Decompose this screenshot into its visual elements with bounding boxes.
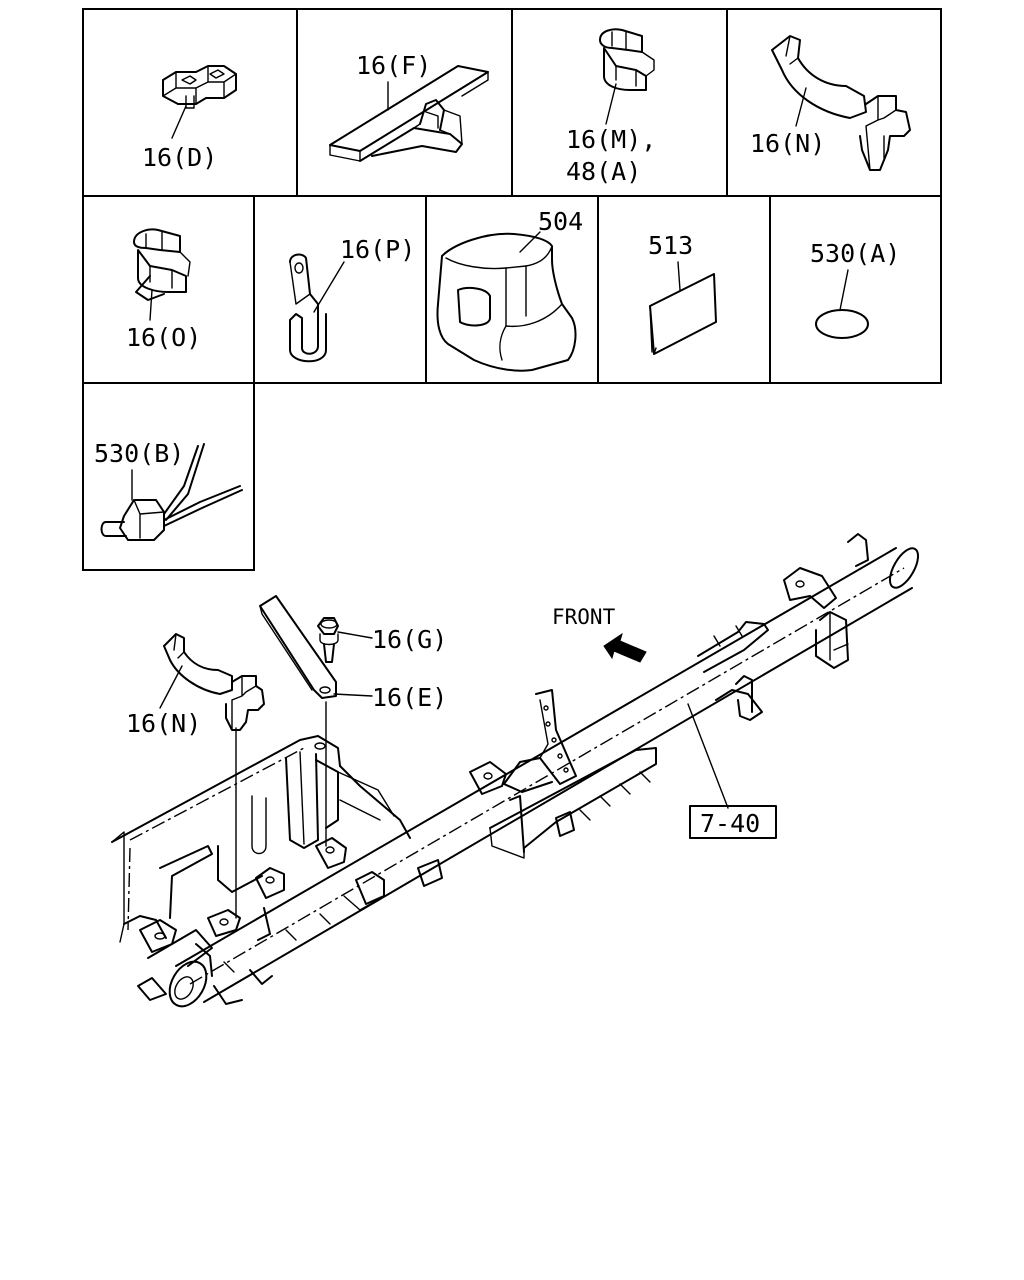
clip-16d-drawing: [162, 65, 237, 109]
callout-16m: 16(M),: [566, 125, 656, 154]
cross-car-beam-drawing: [168, 547, 919, 1008]
callout-16p: 16(P): [340, 235, 415, 264]
callout-16g: 16(G): [372, 625, 447, 654]
callout-7-40: 7-40: [700, 809, 760, 838]
callout-16e: 16(E): [372, 683, 447, 712]
bracket-16f-drawing: [329, 65, 489, 162]
plate-513-drawing: [649, 273, 717, 355]
callout-530a: 530(A): [810, 239, 900, 268]
callout-16d: 16(D): [142, 143, 217, 172]
callout-513: 513: [648, 231, 693, 260]
beam-tabs-drawing: [137, 761, 507, 1005]
center-bracket-drawing: [489, 689, 657, 859]
callout-16n-main: 16(N): [126, 709, 201, 738]
clip-16n-main-drawing: [163, 633, 265, 731]
callout-16n-top: 16(N): [750, 129, 825, 158]
left-frame-drawing: [111, 735, 411, 943]
front-label: FRONT: [552, 605, 616, 629]
arrow-up-left-icon: [603, 632, 647, 663]
callout-box-7-40: [689, 805, 777, 839]
pad-504-drawing: [436, 232, 577, 372]
screw-16g-drawing: [317, 617, 339, 663]
seal-530a-drawing: [815, 309, 869, 339]
bracket-16e-drawing: [259, 595, 337, 699]
callout-16f: 16(F): [356, 51, 431, 80]
callout-504: 504: [538, 207, 583, 236]
callout-16o: 16(O): [126, 323, 201, 352]
parts-grid: [82, 8, 942, 571]
callout-530b: 530(B): [94, 439, 184, 468]
tie-530b-drawing: [100, 443, 243, 541]
clip-16o-drawing: [133, 228, 191, 301]
clip-16n-top-drawing: [771, 35, 911, 171]
callout-48a: 48(A): [566, 157, 641, 186]
clip-16m-48a-drawing: [599, 28, 655, 91]
right-mounts-drawing: [697, 533, 869, 721]
clip-16p-drawing: [289, 253, 327, 363]
